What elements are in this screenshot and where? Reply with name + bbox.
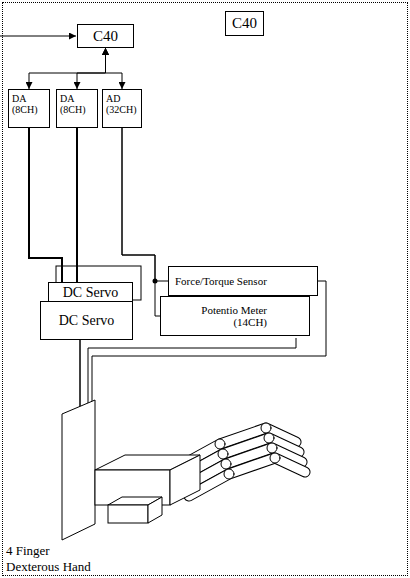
signal-connector bbox=[106, 48, 123, 89]
box-label: Potentio Meter (14CH) bbox=[167, 304, 267, 328]
frame-heading: C40 bbox=[225, 11, 264, 36]
input-wire bbox=[0, 36, 76, 37]
sensor-wire bbox=[88, 338, 296, 406]
box-label: DC Servo bbox=[63, 285, 119, 300]
mount-plate bbox=[62, 400, 95, 540]
servo-wire bbox=[79, 340, 81, 407]
servo-box: DC Servo bbox=[40, 301, 133, 340]
box-label: DA (8CH) bbox=[12, 93, 38, 115]
signal-connector bbox=[122, 128, 168, 281]
box-label: DA (8CH) bbox=[60, 93, 86, 115]
box-label: DC Servo bbox=[59, 313, 115, 328]
converter-box: DA (8CH) bbox=[56, 89, 98, 128]
part-caption: 4 Finger Dexterous Hand bbox=[6, 543, 102, 574]
thumb bbox=[108, 497, 162, 523]
processor-box: C40 bbox=[77, 24, 134, 48]
signal-connector bbox=[76, 128, 78, 282]
converter-box: DA (8CH) bbox=[8, 89, 50, 128]
junction-dot bbox=[153, 279, 158, 284]
sensor-box: Potentio Meter (14CH) bbox=[160, 296, 310, 336]
box-label: Force/Torque Sensor bbox=[175, 275, 267, 287]
sensor-box: Force/Torque Sensor bbox=[168, 266, 318, 296]
box-label: C40 bbox=[93, 28, 118, 45]
signal-connector bbox=[29, 128, 62, 282]
signal-connector bbox=[29, 48, 106, 89]
finger bbox=[189, 453, 305, 496]
converter-box: AD (32CH) bbox=[102, 89, 142, 128]
signal-connector bbox=[77, 48, 106, 89]
palm bbox=[95, 455, 200, 505]
box-label: AD (32CH) bbox=[106, 93, 137, 115]
